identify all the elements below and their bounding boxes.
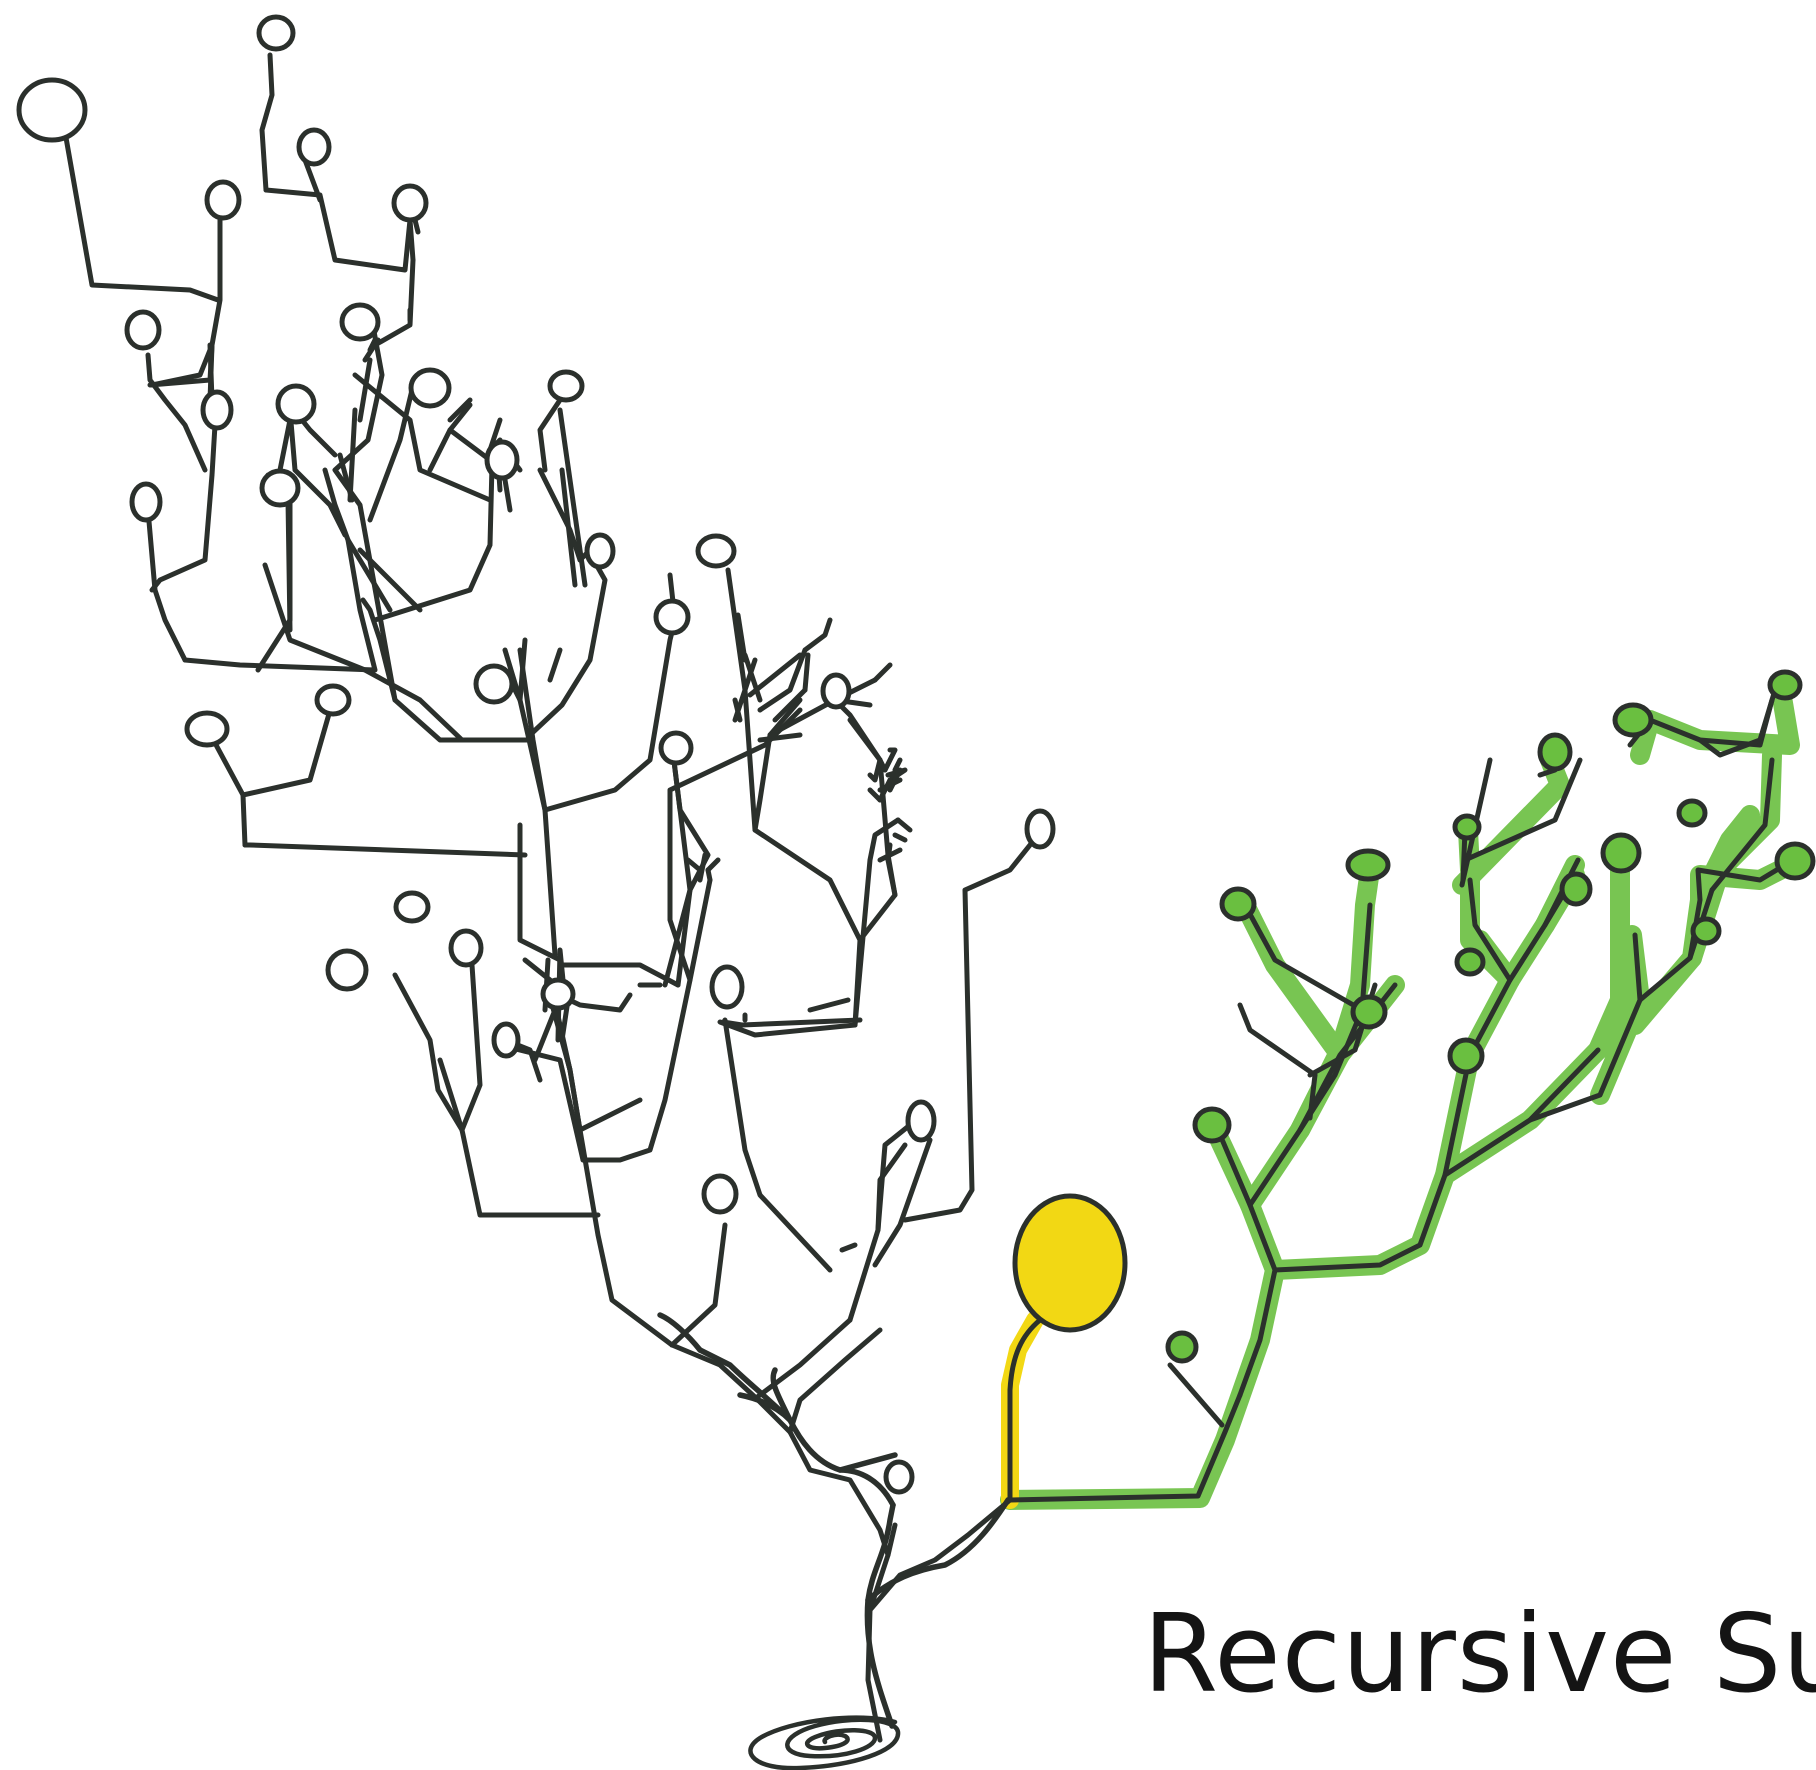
leaf-node-icon <box>701 1173 739 1215</box>
tree-skeleton <box>657 1312 1011 1729</box>
leaf-node-icon <box>1452 813 1482 841</box>
leaf-node-icon <box>491 1021 521 1059</box>
leaf-node-icon <box>200 389 234 431</box>
leaf-node-icon <box>905 1099 937 1143</box>
green-highlight-underlay <box>1000 675 1800 1510</box>
leaf-node-icon <box>1774 841 1816 881</box>
leaf-node-icon <box>883 1459 915 1495</box>
diagram-caption: Recursive Summ <box>1143 1592 1816 1717</box>
leaf-node-icon <box>1559 871 1593 907</box>
leaf-node-icon <box>124 309 162 351</box>
leaf-node-icon <box>393 890 431 924</box>
leaf-node-icon <box>256 14 296 52</box>
leaf-node-icon <box>1690 916 1722 946</box>
leaf-node-icon <box>1454 947 1486 977</box>
leaf-node-icon <box>408 367 452 409</box>
green-leaf-nodes <box>1165 669 1816 1364</box>
yellow-leaf-node-icon <box>1012 1193 1128 1333</box>
leaf-node-icon <box>184 710 230 748</box>
leaf-node-icon <box>547 369 585 403</box>
leaf-node-icon <box>1447 1037 1485 1075</box>
yellow-highlight-underlay <box>1001 1311 1044 1509</box>
leaf-node-icon <box>653 598 691 636</box>
leaf-node-icon <box>1537 732 1573 772</box>
leaf-node-icon <box>314 683 352 717</box>
leaf-node-icon <box>1165 1330 1199 1364</box>
leaf-node-icon <box>820 672 852 710</box>
leaf-node-icon <box>1676 798 1708 828</box>
leaf-node-icon <box>275 383 317 425</box>
leaf-node-icon <box>296 127 332 167</box>
leaf-node-icon <box>473 663 515 705</box>
leaf-node-icon <box>325 948 369 992</box>
leaf-node-icon <box>448 928 484 968</box>
leaf-node-icon <box>709 964 745 1010</box>
yellow-branch <box>1007 1317 1043 1503</box>
leaf-node-icon <box>1345 848 1391 882</box>
tree-branches <box>59 52 1793 1743</box>
leaf-node-icon <box>1350 994 1388 1030</box>
leaf-node-icon <box>484 439 520 481</box>
leaf-node-icon <box>658 730 694 766</box>
leaf-node-icon <box>16 77 88 143</box>
leaf-node-icon <box>204 179 242 221</box>
leaf-node-icon <box>129 481 163 523</box>
spiral-root-icon <box>748 1715 901 1770</box>
leaf-node-icon <box>1024 808 1056 850</box>
leaf-node-icon <box>259 468 301 508</box>
leaf-node-icon <box>1612 702 1654 738</box>
leaf-nodes <box>16 14 1056 1495</box>
leaf-node-icon <box>695 533 737 569</box>
leaf-node-icon <box>584 532 616 570</box>
leaf-node-icon <box>1767 669 1803 701</box>
leaf-node-icon <box>1600 832 1642 874</box>
leaf-node-icon <box>339 302 381 342</box>
leaf-node-icon <box>540 977 576 1011</box>
leaf-node-icon <box>1192 1106 1232 1144</box>
leaf-node-icon <box>1219 886 1257 922</box>
leaf-node-icon <box>391 183 429 223</box>
